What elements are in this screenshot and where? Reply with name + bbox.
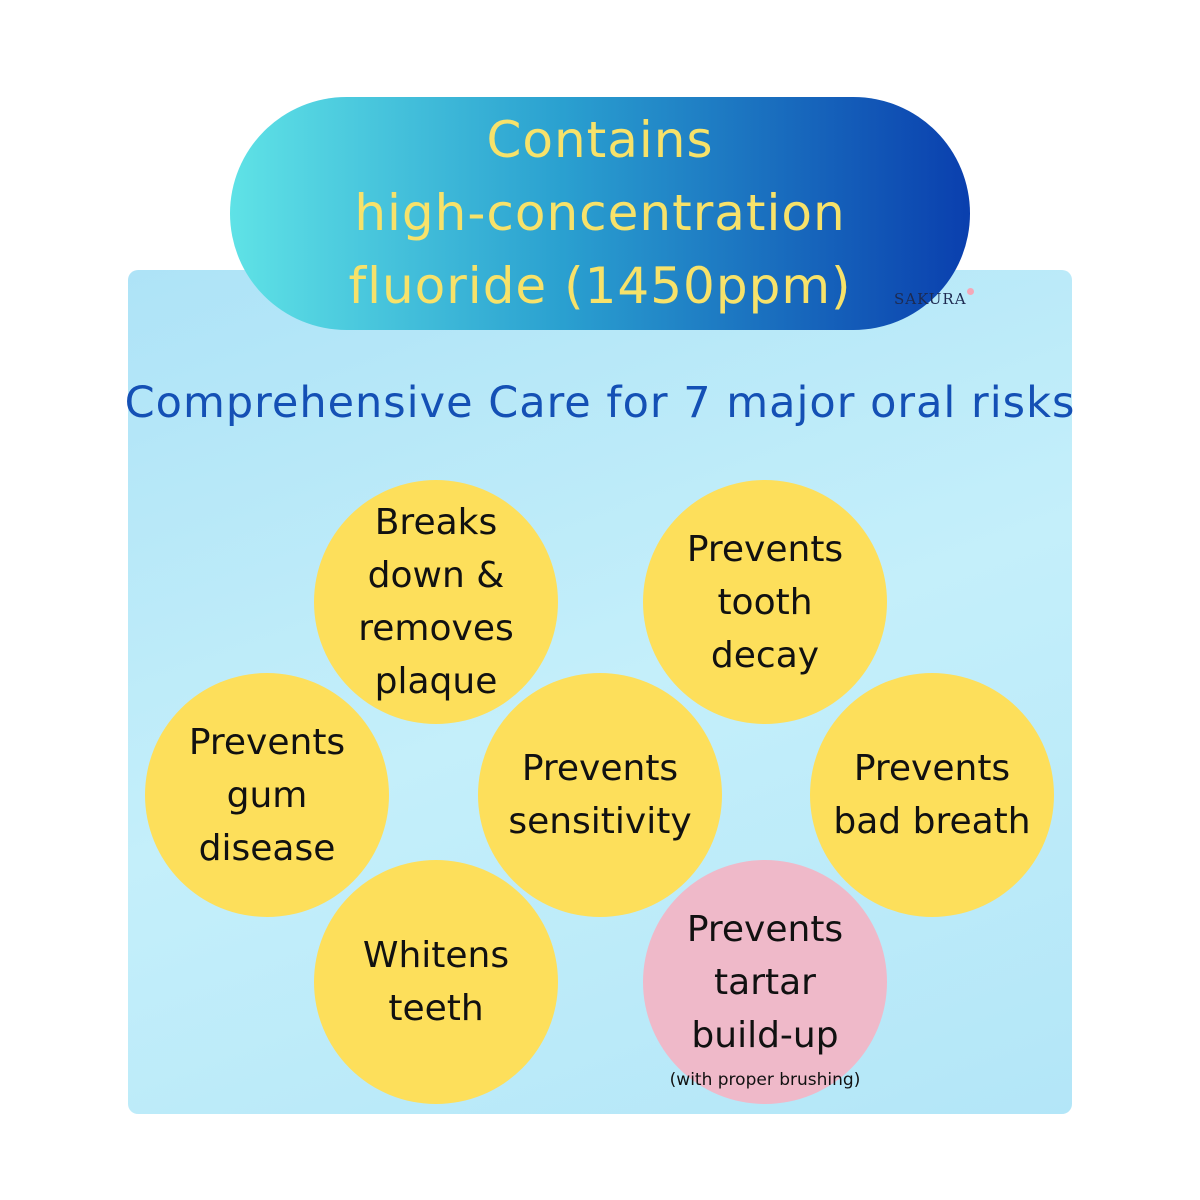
fluoride-banner: Contains high-concentration fluoride (14… [230,97,970,330]
benefit-text: decay [710,634,820,676]
benefit-text: Breaks [374,502,498,543]
benefit-sensitivity: Prevents sensitivity [478,673,722,917]
benefit-text: gum [226,774,308,816]
benefit-text: Whitens [362,935,510,976]
benefit-text: Prevents [188,721,346,763]
benefit-text: sensitivity [508,801,692,842]
benefit-whitens: Whitens teeth [314,860,558,1104]
benefit-tartar: Prevents tartar build-up [643,860,887,1104]
banner-line: Contains [486,111,714,169]
benefit-text: build-up [691,1014,839,1056]
benefit-tooth-decay: Prevents tooth decay [643,480,887,724]
benefit-text: down & [367,555,505,596]
benefit-text: SAKURA [894,290,967,308]
benefit-text: bad breath [833,801,1031,842]
benefit-bad-breath: Prevents bad breath [810,673,1054,917]
benefit-text: tooth [717,581,813,623]
benefit-text: removes [358,608,514,649]
benefit-text: Prevents [686,908,844,950]
heading: Comprehensive Care for 7 major oral risk… [124,378,1076,428]
benefit-gum-disease: Prevents gum disease [145,673,389,917]
tartar-note: (with proper brushing) [669,1070,861,1090]
benefit-text: Prevents [521,748,679,789]
benefit-text: plaque [374,661,498,702]
sakura-logo: SAKURA [894,288,974,308]
benefit-plaque: Breaks down & removes plaque [314,480,558,724]
benefit-text: tartar [714,961,816,1003]
benefit-text: disease [198,827,336,869]
benefit-text: Prevents [853,748,1011,789]
benefit-text: teeth [388,988,484,1029]
banner-line: fluoride (1450ppm) [348,257,852,315]
banner-line: high-concentration [354,184,846,242]
benefit-text: Prevents [686,528,844,570]
